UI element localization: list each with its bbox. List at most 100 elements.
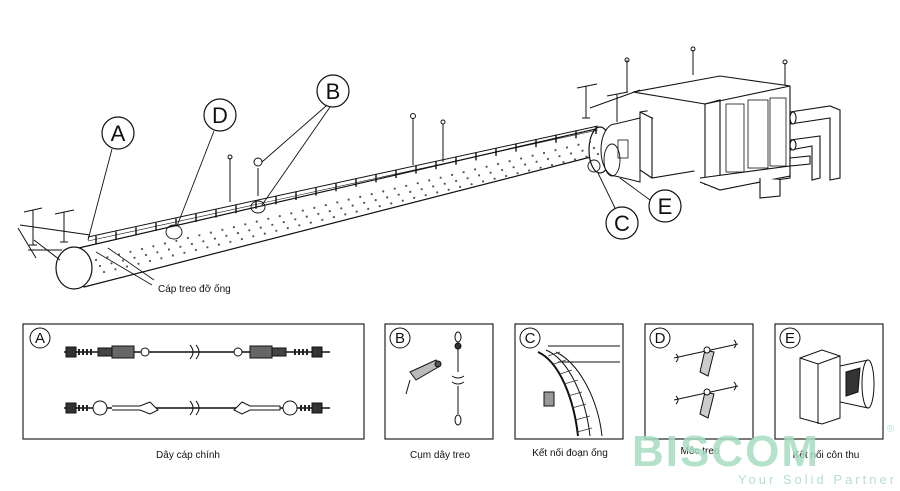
perforation-dot [485, 165, 488, 168]
callout-D [165, 98, 237, 240]
perforation-dot [520, 157, 523, 160]
perforation-dot [240, 238, 243, 241]
perforation-dot [539, 166, 542, 169]
perforation-dot [140, 247, 144, 251]
perforation-dot [121, 259, 125, 262]
perforation-dot [508, 160, 511, 163]
end-bracket-right [576, 83, 641, 122]
perforation-dot [248, 229, 251, 232]
perforation-dot [531, 154, 534, 157]
perforation-dot [290, 212, 293, 215]
perforation-dot [558, 155, 561, 158]
panel-b-letter: B [395, 330, 405, 347]
perforation-dot [347, 198, 350, 201]
hook-clips [673, 339, 739, 419]
perforation-dot [474, 168, 477, 171]
perforation-dot [198, 234, 201, 237]
perforation-dot [236, 232, 239, 235]
perforation-dot [405, 184, 408, 187]
perforation-dot [493, 177, 496, 180]
perforation-dot [512, 166, 515, 169]
reducer-connection [799, 349, 875, 425]
perforation-dot [367, 207, 370, 210]
perforation-dot [355, 210, 358, 213]
perforation-dot [171, 254, 174, 257]
perforation-dot [393, 187, 396, 190]
perforation-dot [447, 188, 450, 191]
perforation-dot [324, 204, 327, 207]
perforation-dot [535, 160, 538, 163]
perforation-dot [275, 229, 278, 232]
perforation-dot [416, 182, 419, 185]
perforation-dot [528, 169, 531, 172]
perforation-dot [252, 235, 255, 238]
perforation-dot [278, 215, 281, 218]
perforation-dot [554, 149, 557, 152]
perforation-dot [328, 210, 331, 213]
perforation-dot [344, 213, 347, 216]
perforation-dot [363, 201, 366, 204]
panel-d-caption: Móc treo [681, 446, 720, 457]
perforation-dot [102, 270, 106, 274]
perforation-dot [98, 264, 102, 268]
perforation-dot [439, 176, 442, 179]
callout-B [250, 74, 350, 214]
perforation-dot [432, 185, 435, 188]
perforation-dot [451, 173, 454, 176]
perforation-dot [443, 182, 446, 185]
perforation-dot [592, 146, 596, 150]
perforation-dot [459, 185, 462, 188]
perforation-dot [144, 253, 148, 257]
perforation-dot [137, 262, 140, 265]
perforation-dot [428, 179, 431, 182]
perforation-dot [577, 143, 580, 146]
perforation-dot [516, 172, 519, 175]
perforation-dot [190, 242, 193, 246]
detail-panel-c [514, 323, 624, 440]
perforation-dot [129, 250, 132, 253]
panel-b-caption: Cụm dây treo [410, 450, 470, 461]
perforation-dot [462, 171, 465, 174]
zipper-hatching [547, 351, 593, 433]
perforation-dot [413, 196, 416, 199]
perforation-dot [305, 215, 308, 218]
perforation-dot [455, 179, 458, 182]
panel-e-letter: E [785, 330, 795, 347]
perforation-dot [478, 174, 481, 177]
perforation-dot [351, 204, 354, 207]
panel-a-letter: A [35, 330, 45, 347]
perforation-dot [167, 248, 170, 251]
perforation-dot [175, 239, 178, 242]
main-cable-assembly-upper [64, 344, 330, 360]
hanger-wire-assembly [405, 331, 465, 426]
perforation-dot [298, 224, 301, 227]
support-cable-label: Cáp treo đỡ ống [158, 283, 231, 295]
perforation-dot [106, 256, 109, 259]
end-bracket-left [17, 207, 91, 261]
perforation-dot [505, 174, 508, 178]
perforation-dot [482, 180, 485, 183]
perforation-dot [125, 265, 129, 268]
perforation-dot [332, 216, 335, 219]
perforation-dot [466, 177, 469, 180]
duct-clips [95, 126, 597, 244]
perforation-dot [217, 243, 220, 246]
perforation-dot [588, 140, 592, 144]
perforation-dot [489, 171, 492, 174]
perforation-dot [225, 234, 228, 237]
perforation-dot [202, 240, 205, 243]
callout-label-a: A [111, 121, 126, 146]
air-handling-unit [632, 75, 841, 199]
perforation-dot [232, 226, 235, 229]
panel-c-letter: C [525, 330, 536, 347]
callout-A [87, 116, 135, 241]
perforation-dot [163, 242, 166, 245]
panel-e-caption: Kết nối côn thu [793, 449, 860, 461]
perforation-dot [542, 151, 546, 155]
perforation-dot [133, 256, 136, 259]
perforation-dot [152, 245, 155, 248]
perforation-dot [183, 251, 186, 254]
perforation-dot [573, 158, 577, 161]
biscom-logo: BISCOM ® Your Solid Partner [632, 424, 895, 487]
